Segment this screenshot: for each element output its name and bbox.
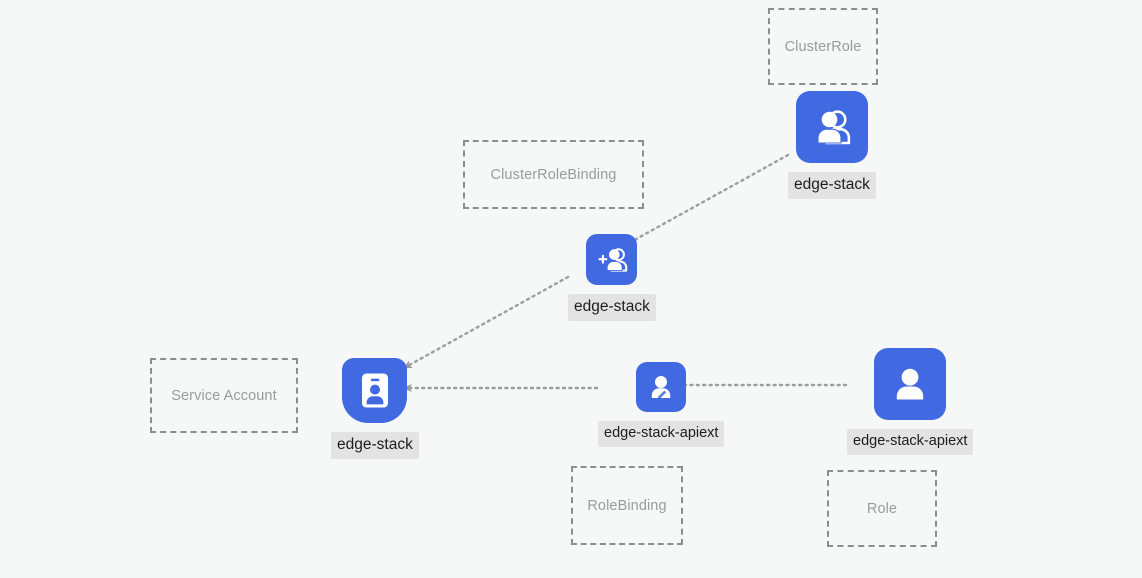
kind-box-label: RoleBinding [587,497,667,514]
node-role-edge-stack-apiext[interactable]: edge-stack-apiext [847,348,974,455]
node-rolebinding-edge-stack-apiext[interactable]: edge-stack-apiext [598,362,725,447]
kind-box-label: ClusterRoleBinding [490,166,617,183]
node-clusterrole-edge-stack[interactable]: edge-stack [788,91,876,199]
user-edit-icon[interactable] [636,362,687,412]
node-name-chip: edge-stack-apiext [847,429,974,455]
kind-box-clusterrolebinding: ClusterRoleBinding [463,140,644,209]
kind-box-role: Role [827,470,937,547]
node-clusterrolebinding-edge-stack[interactable]: edge-stack [568,234,656,321]
id-badge-icon[interactable] [342,358,408,423]
user-add-icon[interactable] [586,234,638,285]
node-serviceaccount-edge-stack[interactable]: edge-stack [331,358,419,459]
kind-box-clusterrole: ClusterRole [768,8,878,85]
node-name-chip: edge-stack-apiext [598,421,725,447]
node-name-chip: edge-stack [788,172,876,199]
kind-box-label: Service Account [171,387,277,404]
kind-box-label: Role [866,500,898,517]
kind-box-serviceaccount: Service Account [150,358,298,433]
node-name-chip: edge-stack [331,432,419,459]
kind-box-rolebinding: RoleBinding [571,466,683,545]
node-name-chip: edge-stack [568,294,656,321]
kind-box-label: ClusterRole [784,38,862,55]
user-icon[interactable] [874,348,947,420]
users-group-icon[interactable] [795,91,868,163]
